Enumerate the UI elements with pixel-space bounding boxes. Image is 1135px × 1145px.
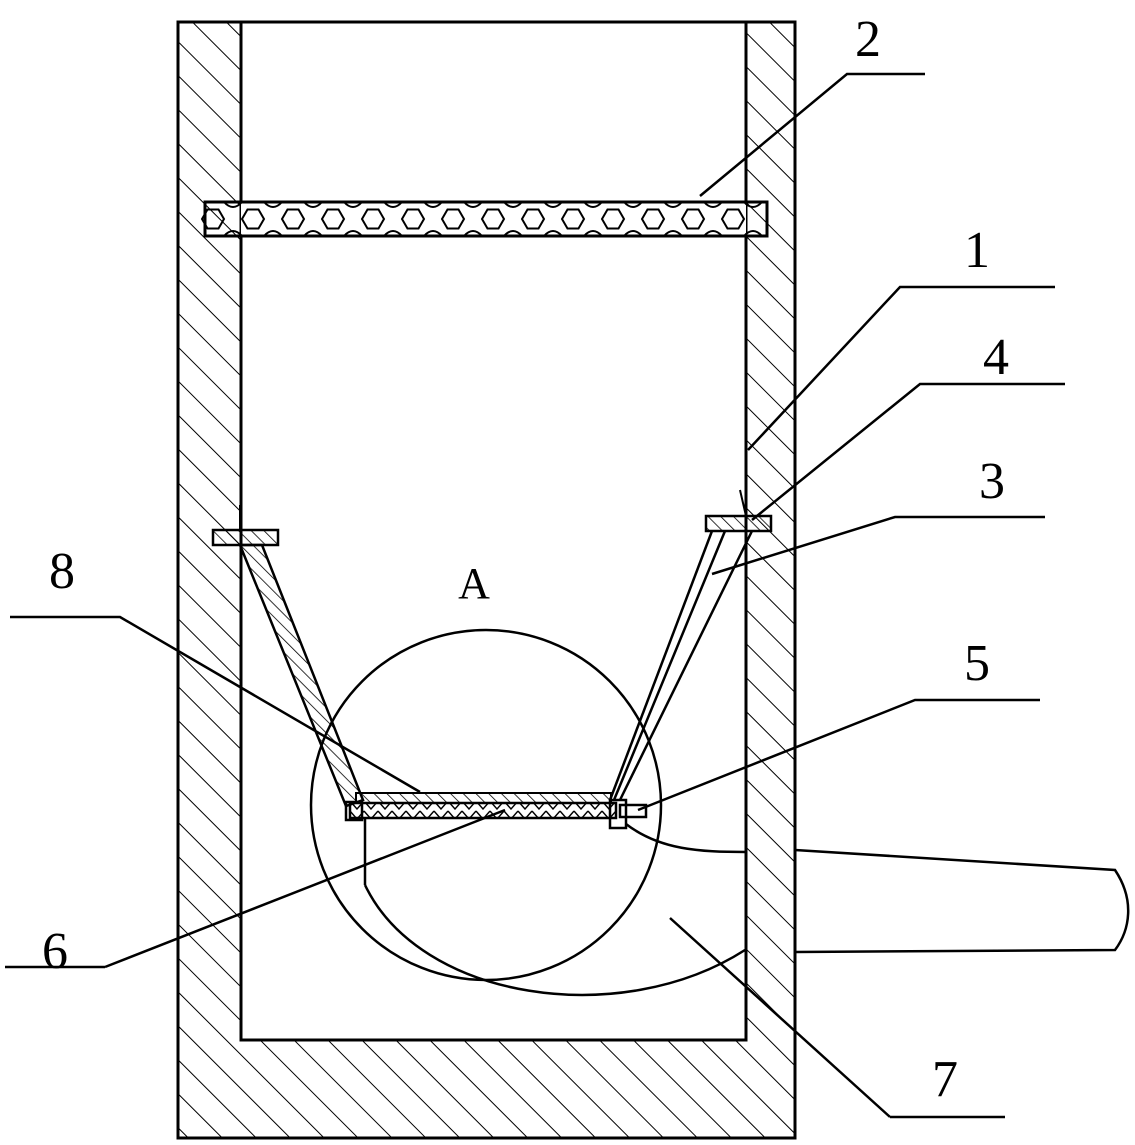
label-5: 5	[964, 635, 990, 692]
leader-lines	[5, 72, 1065, 1119]
plate-hole-edge	[423, 201, 443, 237]
mount-brackets	[211, 489, 773, 547]
perforated-plate	[200, 200, 769, 238]
plate-hole	[560, 208, 586, 230]
plate-hole	[640, 208, 666, 230]
label-3: 3	[979, 453, 1005, 510]
plate-hole-edge	[503, 201, 523, 237]
plate-hole-edge	[303, 201, 323, 237]
plate-hole-edge	[263, 201, 283, 237]
plate-hole	[680, 208, 706, 230]
plate-hole	[320, 208, 346, 230]
label-2: 2	[855, 11, 881, 68]
detail-circle-a	[309, 628, 663, 982]
plate-hole-edge	[743, 201, 763, 237]
label-6: 6	[42, 923, 68, 980]
plate-hole	[280, 208, 306, 230]
left-strap	[238, 543, 365, 808]
filter-tray	[344, 792, 648, 885]
right-rods	[608, 530, 754, 801]
plate-hole	[360, 208, 386, 230]
plate-hole-edge	[623, 201, 643, 237]
plate-hole	[440, 208, 466, 230]
plate-holes	[200, 201, 763, 237]
tank-walls	[176, 20, 797, 1140]
plate-hole	[200, 208, 226, 230]
label-7: 7	[932, 1051, 958, 1108]
plate-hole-edge	[463, 201, 483, 237]
plate-hole	[480, 208, 506, 230]
label-1: 1	[964, 222, 990, 279]
plate-hole	[520, 208, 546, 230]
label-8: 8	[49, 543, 75, 600]
plate-hole	[240, 208, 266, 230]
label-4: 4	[983, 329, 1009, 386]
plate-hole-edge	[543, 201, 563, 237]
drain-hose	[363, 823, 747, 997]
plate-hole-edge	[703, 201, 723, 237]
detail-label-a: A	[458, 559, 490, 608]
plate-hole	[720, 208, 746, 230]
plate-hole-edge	[663, 201, 683, 237]
plate-hole-edge	[343, 201, 363, 237]
plate-hole-edge	[583, 201, 603, 237]
plate-hole-edge	[383, 201, 403, 237]
plate-hole	[600, 208, 626, 230]
reference-labels: 2 1 4 3 8 5 6 7 A	[42, 11, 1009, 1108]
plate-hole-edge	[223, 201, 243, 237]
plate-hole	[400, 208, 426, 230]
outlet-pipe	[794, 848, 1130, 954]
